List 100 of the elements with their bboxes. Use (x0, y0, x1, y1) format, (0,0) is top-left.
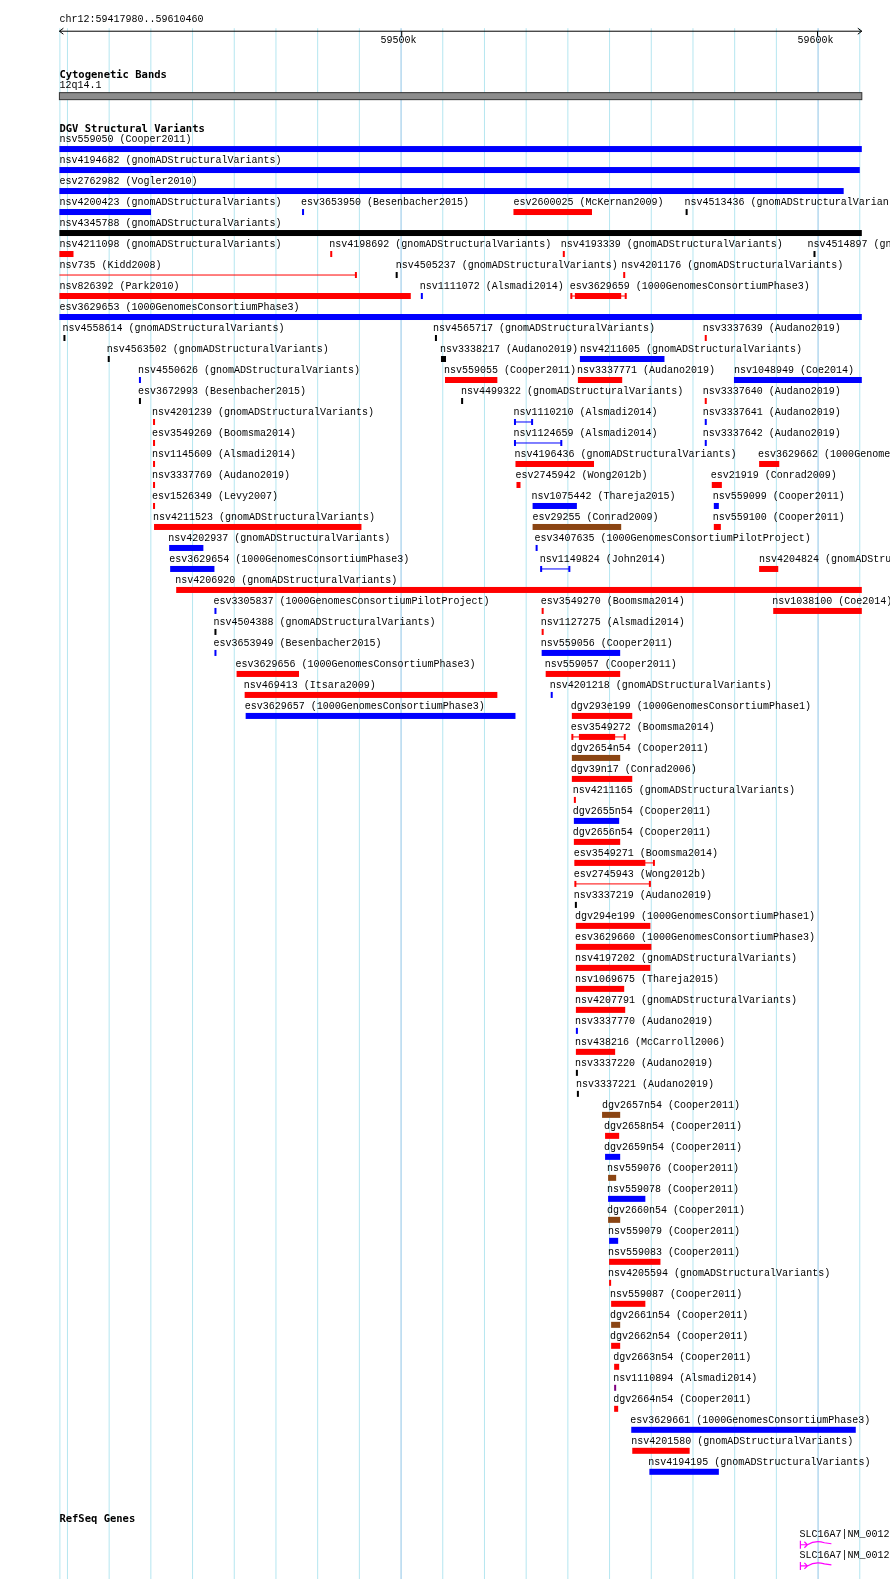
variant-label: nsv1110210 (Alsmadi2014) (513, 406, 658, 419)
variant-label: nsv4565717 (gnomADStructuralVariants) (432, 322, 655, 335)
variant-label: nsv4201176 (gnomADStructuralVariants) (621, 259, 844, 272)
variant-label: nsv559079 (Cooper2011) (608, 1225, 741, 1238)
variant-label: dgv293e199 (1000GenomesConsortiumPhase1) (570, 700, 811, 713)
variant-label: nsv4206920 (gnomADStructuralVariants) (175, 574, 398, 587)
variant-label: esv3672993 (Besenbacher2015) (137, 385, 306, 398)
variant-label: nsv3337220 (Audano2019) (574, 1057, 713, 1070)
variant-label: dgv2661n54 (Cooper2011) (610, 1309, 749, 1322)
variant-label: nsv4211098 (gnomADStructuralVariants) (59, 238, 282, 251)
variant-label: esv3629657 (1000GenomesConsortiumPhase3) (244, 700, 485, 713)
variant-label: esv2745942 (Wong2012b) (515, 469, 648, 482)
variant-label: nsv3338217 (Audano2019) (439, 343, 578, 356)
variant-label: nsv1149824 (John2014) (539, 553, 666, 566)
variant-label: dgv2656n54 (Cooper2011) (572, 826, 711, 839)
variant-label: nsv438216 (McCarroll2006) (574, 1036, 725, 1049)
variant-label: nsv1048949 (Coe2014) (733, 364, 854, 377)
variant-label: nsv469413 (Itsara2009) (243, 679, 376, 692)
variant-label: esv3549270 (Boomsma2014) (540, 595, 685, 608)
scale-label: 59600k (797, 35, 834, 48)
variant-label: nsv559050 (Cooper2011) (59, 133, 192, 146)
variant-label: esv3407635 (1000GenomesConsortiumPilotProject) (534, 532, 811, 545)
variant-label: nsv4345788 (gnomADStructuralVariants) (59, 217, 282, 230)
variant-label: nsv4200423 (gnomADStructuralVariants) (59, 196, 282, 209)
variant-label: dgv2654n54 (Cooper2011) (570, 742, 709, 755)
variant-label: nsv1127275 (Alsmadi2014) (540, 616, 685, 629)
variant-label: nsv4207791 (gnomADStructuralVariants) (574, 994, 797, 1007)
variant-label: nsv4201580 (gnomADStructuralVariants) (631, 1435, 854, 1448)
variant-label: nsv1110894 (Alsmadi2014) (613, 1372, 758, 1385)
variant-label: nsv1124659 (Alsmadi2014) (513, 427, 658, 440)
variant-label: dgv2657n54 (Cooper2011) (602, 1099, 741, 1112)
variant-label: nsv4198692 (gnomADStructuralVariants) (329, 238, 552, 251)
variant-label: nsv559055 (Cooper2011) (444, 364, 576, 377)
variant-label: nsv3337770 (Audano2019) (574, 1015, 713, 1028)
variant-label: dgv2660n54 (Cooper2011) (607, 1204, 746, 1217)
variant-label: esv2600025 (McKernan2009) (513, 196, 664, 209)
variant-label: esv29255 (Conrad2009) (532, 511, 659, 524)
variant-label: dgv39n17 (Conrad2006) (570, 763, 697, 776)
variant-label: nsv4204824 (gnomADStru (759, 553, 890, 566)
variant-label: nsv3337219 (Audano2019) (573, 889, 712, 902)
coordinate-range: chr12:59417980..59610460 (59, 14, 204, 27)
variant-label: esv3629661 (1000GenomesConsortiumPhase3) (630, 1414, 871, 1427)
variant-label: nsv4202937 (gnomADStructuralVariants) (168, 532, 391, 545)
variant-label: nsv3337640 (Audano2019) (702, 385, 841, 398)
variant-label: nsv826392 (Park2010) (59, 280, 180, 293)
variant-label: nsv4563502 (gnomADStructuralVariants) (106, 343, 329, 356)
variant-label: nsv4505237 (gnomADStructuralVariants) (395, 259, 618, 272)
variant-label: nsv4504388 (gnomADStructuralVariants) (213, 616, 436, 629)
variant-label: esv3629654 (1000GenomesConsortiumPhase3) (169, 553, 410, 566)
variant-label: nsv4550626 (gnomADStructuralVariants) (137, 364, 360, 377)
variant-label: nsv559076 (Cooper2011) (607, 1162, 740, 1175)
variant-label: nsv3337642 (Audano2019) (702, 427, 841, 440)
variant-label: nsv4205594 (gnomADStructuralVariants) (608, 1267, 831, 1280)
variant-label: nsv3337771 (Audano2019) (576, 364, 715, 377)
variant-label: nsv4211605 (gnomADStructuralVariants) (579, 343, 802, 356)
variant-label: nsv1075442 (Thareja2015) (531, 490, 676, 503)
variant-label: nsv3337769 (Audano2019) (152, 469, 291, 482)
variant-label: nsv559057 (Cooper2011) (544, 658, 677, 671)
variant-label: nsv4211165 (gnomADStructuralVariants) (572, 784, 795, 797)
variant-label: nsv1111072 (Alsmadi2014) (419, 280, 564, 293)
variant-label: nsv3337639 (Audano2019) (702, 322, 841, 335)
variant-label: nsv4513436 (gnomADStructuralVarian (684, 196, 889, 209)
variant-label: esv3549271 (Boomsma2014) (573, 847, 718, 860)
variant-label: nsv1069675 (Thareja2015) (574, 973, 719, 986)
variant-label: dgv2658n54 (Cooper2011) (604, 1120, 743, 1133)
variant-label: nsv559056 (Cooper2011) (540, 637, 673, 650)
track-title: DGV Structural Variants (59, 121, 205, 134)
variant-label: dgv2662n54 (Cooper2011) (610, 1330, 749, 1343)
variant-label: esv3653950 (Besenbacher2015) (301, 196, 470, 209)
variant-label: nsv4196436 (gnomADStructuralVariants) (514, 448, 737, 461)
variant-label: esv3305837 (1000GenomesConsortiumPilotProject) (213, 595, 490, 608)
variant-label: esv3549272 (Boomsma2014) (570, 721, 715, 734)
variant-label: nsv4514897 (gn (807, 238, 890, 251)
variant-label: nsv1038100 (Coe2014) (772, 595, 890, 608)
variant-label: nsv559099 (Cooper2011) (712, 490, 845, 503)
variant-label: esv3629660 (1000GenomesConsortiumPhase3) (574, 931, 815, 944)
variant-label: nsv4194682 (gnomADStructuralVariants) (59, 154, 282, 167)
variant-label: nsv4193339 (gnomADStructuralVariants) (560, 238, 783, 251)
variant-label: esv3629659 (1000GenomesConsortiumPhase3) (569, 280, 810, 293)
variant-label: nsv4499322 (gnomADStructuralVariants) (461, 385, 684, 398)
variant-label: dgv2663n54 (Cooper2011) (613, 1351, 752, 1364)
variant-label: nsv4211523 (gnomADStructuralVariants) (153, 511, 376, 524)
scale-label: 59500k (380, 35, 417, 48)
variant-label: nsv4201239 (gnomADStructuralVariants) (152, 406, 375, 419)
variant-label: dgv2659n54 (Cooper2011) (604, 1141, 743, 1154)
gene-label: SLC16A7|NM_0012 (799, 1528, 890, 1541)
band-label: 12q14.1 (59, 79, 102, 92)
variant-label: dgv2655n54 (Cooper2011) (572, 805, 711, 818)
track-title: Cytogenetic Bands (59, 67, 167, 80)
variant-label: nsv559100 (Cooper2011) (712, 511, 845, 524)
variant-label: nsv4197202 (gnomADStructuralVariants) (574, 952, 797, 965)
variant-label: nsv3337641 (Audano2019) (702, 406, 841, 419)
variant-label: esv3629656 (1000GenomesConsortiumPhase3) (235, 658, 476, 671)
variant-label: esv2762982 (Vogler2010) (59, 175, 198, 188)
variant-label: esv3629653 (1000GenomesConsortiumPhase3) (59, 301, 300, 314)
variant-label: nsv1145609 (Alsmadi2014) (152, 448, 297, 461)
variant-label: nsv559083 (Cooper2011) (608, 1246, 741, 1259)
variant-label: esv3549269 (Boomsma2014) (152, 427, 297, 440)
variant-label: nsv3337221 (Audano2019) (575, 1078, 714, 1091)
track-title: RefSeq Genes (59, 1511, 136, 1524)
